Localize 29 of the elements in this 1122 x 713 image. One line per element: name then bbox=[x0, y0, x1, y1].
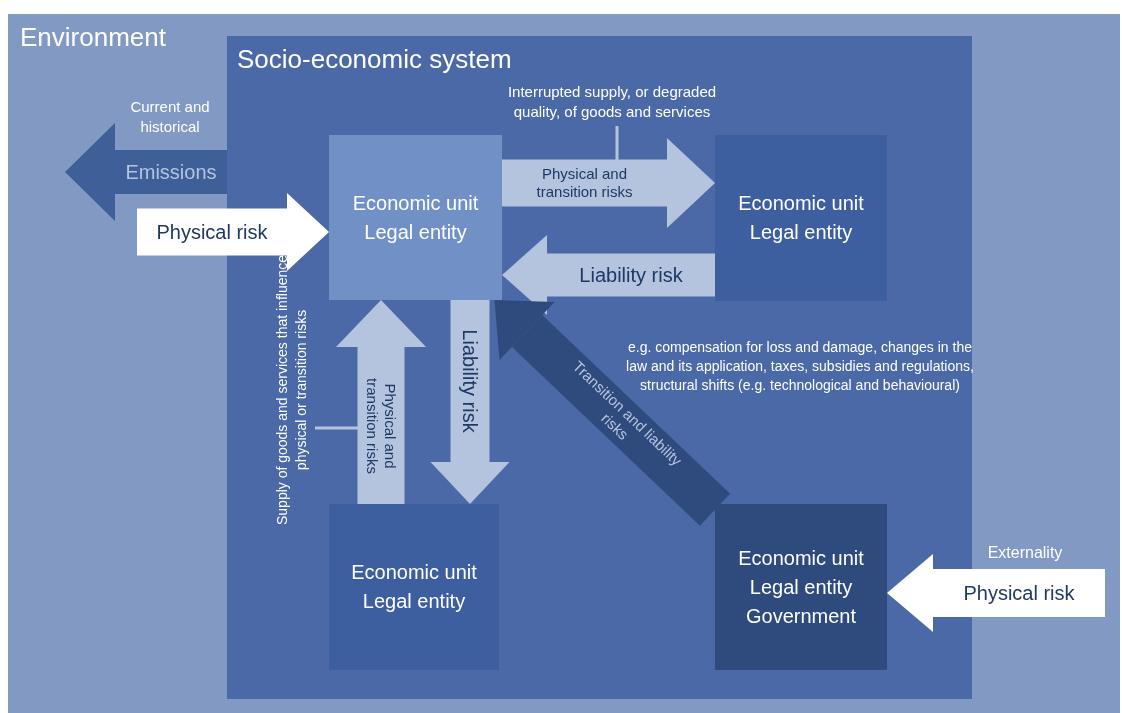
leader-line bbox=[615, 126, 619, 160]
block-arrow bbox=[502, 235, 715, 315]
edge-label: Emissions bbox=[124, 160, 218, 184]
note-text: Externality bbox=[986, 543, 1064, 563]
note-text: Current and historical bbox=[129, 97, 211, 138]
edge-label: Physical and transition risks bbox=[535, 165, 634, 201]
entity-box: Economic unit Legal entity bbox=[715, 135, 887, 301]
block-arrow bbox=[887, 554, 1105, 632]
edge-label: Physical and transition risks bbox=[363, 376, 399, 476]
block-arrow bbox=[137, 193, 329, 271]
edge-label: Physical risk bbox=[962, 581, 1076, 605]
block-arrow bbox=[494, 300, 731, 526]
region-title: Socio-economic system bbox=[237, 44, 512, 75]
edge-label: Physical risk bbox=[155, 220, 269, 244]
block-arrow bbox=[65, 123, 227, 221]
block-arrow bbox=[336, 300, 426, 504]
entity-box: Economic unit Legal entity bbox=[329, 504, 499, 670]
entity-box: Economic unit Legal entity Government bbox=[715, 504, 887, 670]
annotation-text: Interrupted supply, or degraded quality, of goods and services bbox=[487, 78, 737, 126]
block-arrow bbox=[430, 300, 510, 504]
region-panel bbox=[8, 14, 1120, 713]
edge-label: Liability risk bbox=[578, 263, 684, 287]
entity-box: Economic unit Legal entity bbox=[329, 135, 502, 300]
note-text: e.g. compensation for loss and damage, changes in the law and its application, taxes, subsidies and regulations, structural shifts (e.g. technological and behavioural) bbox=[625, 338, 975, 395]
annotation-text: Supply of goods and services that influence physical or transition risks bbox=[269, 240, 315, 540]
edge-label: Liability risk bbox=[458, 328, 482, 435]
block-arrow bbox=[502, 138, 715, 228]
region-title: Environment bbox=[20, 22, 166, 53]
leader-line bbox=[315, 426, 358, 430]
